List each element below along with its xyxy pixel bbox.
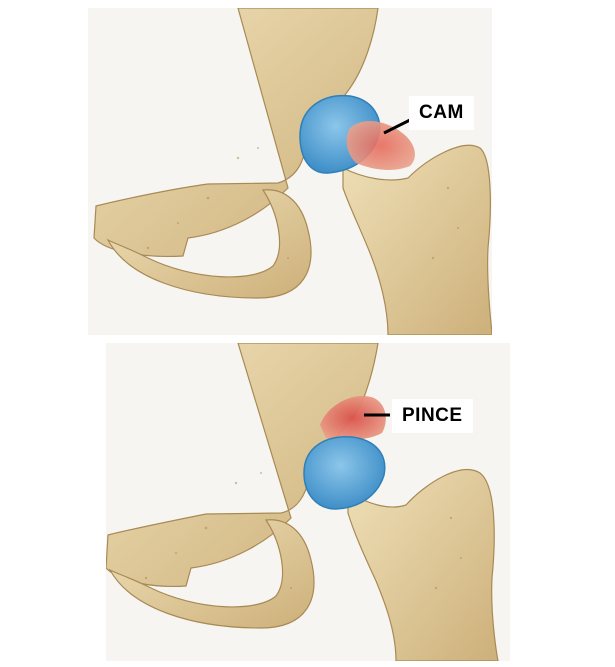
pelvis-bone [93, 8, 379, 257]
pince-label: PINCE [392, 399, 473, 433]
cam-illustration-panel [88, 8, 492, 335]
pincer-illustration-panel [106, 343, 510, 661]
bone-texture [146, 147, 459, 260]
femur-bone [347, 469, 499, 661]
cam-lesion [346, 121, 415, 170]
cam-hip-joint-illustration [93, 8, 492, 335]
acetabular-cartilage [303, 436, 386, 510]
bone-texture [144, 472, 462, 590]
pincer-hip-joint-illustration [106, 343, 499, 661]
cam-pointer-line [383, 118, 411, 135]
femur-bone [342, 144, 492, 335]
pincer-lesion [320, 396, 386, 440]
pubis-ring [106, 189, 312, 299]
cam-label: CAM [409, 96, 474, 130]
pubis-ring [108, 519, 315, 629]
